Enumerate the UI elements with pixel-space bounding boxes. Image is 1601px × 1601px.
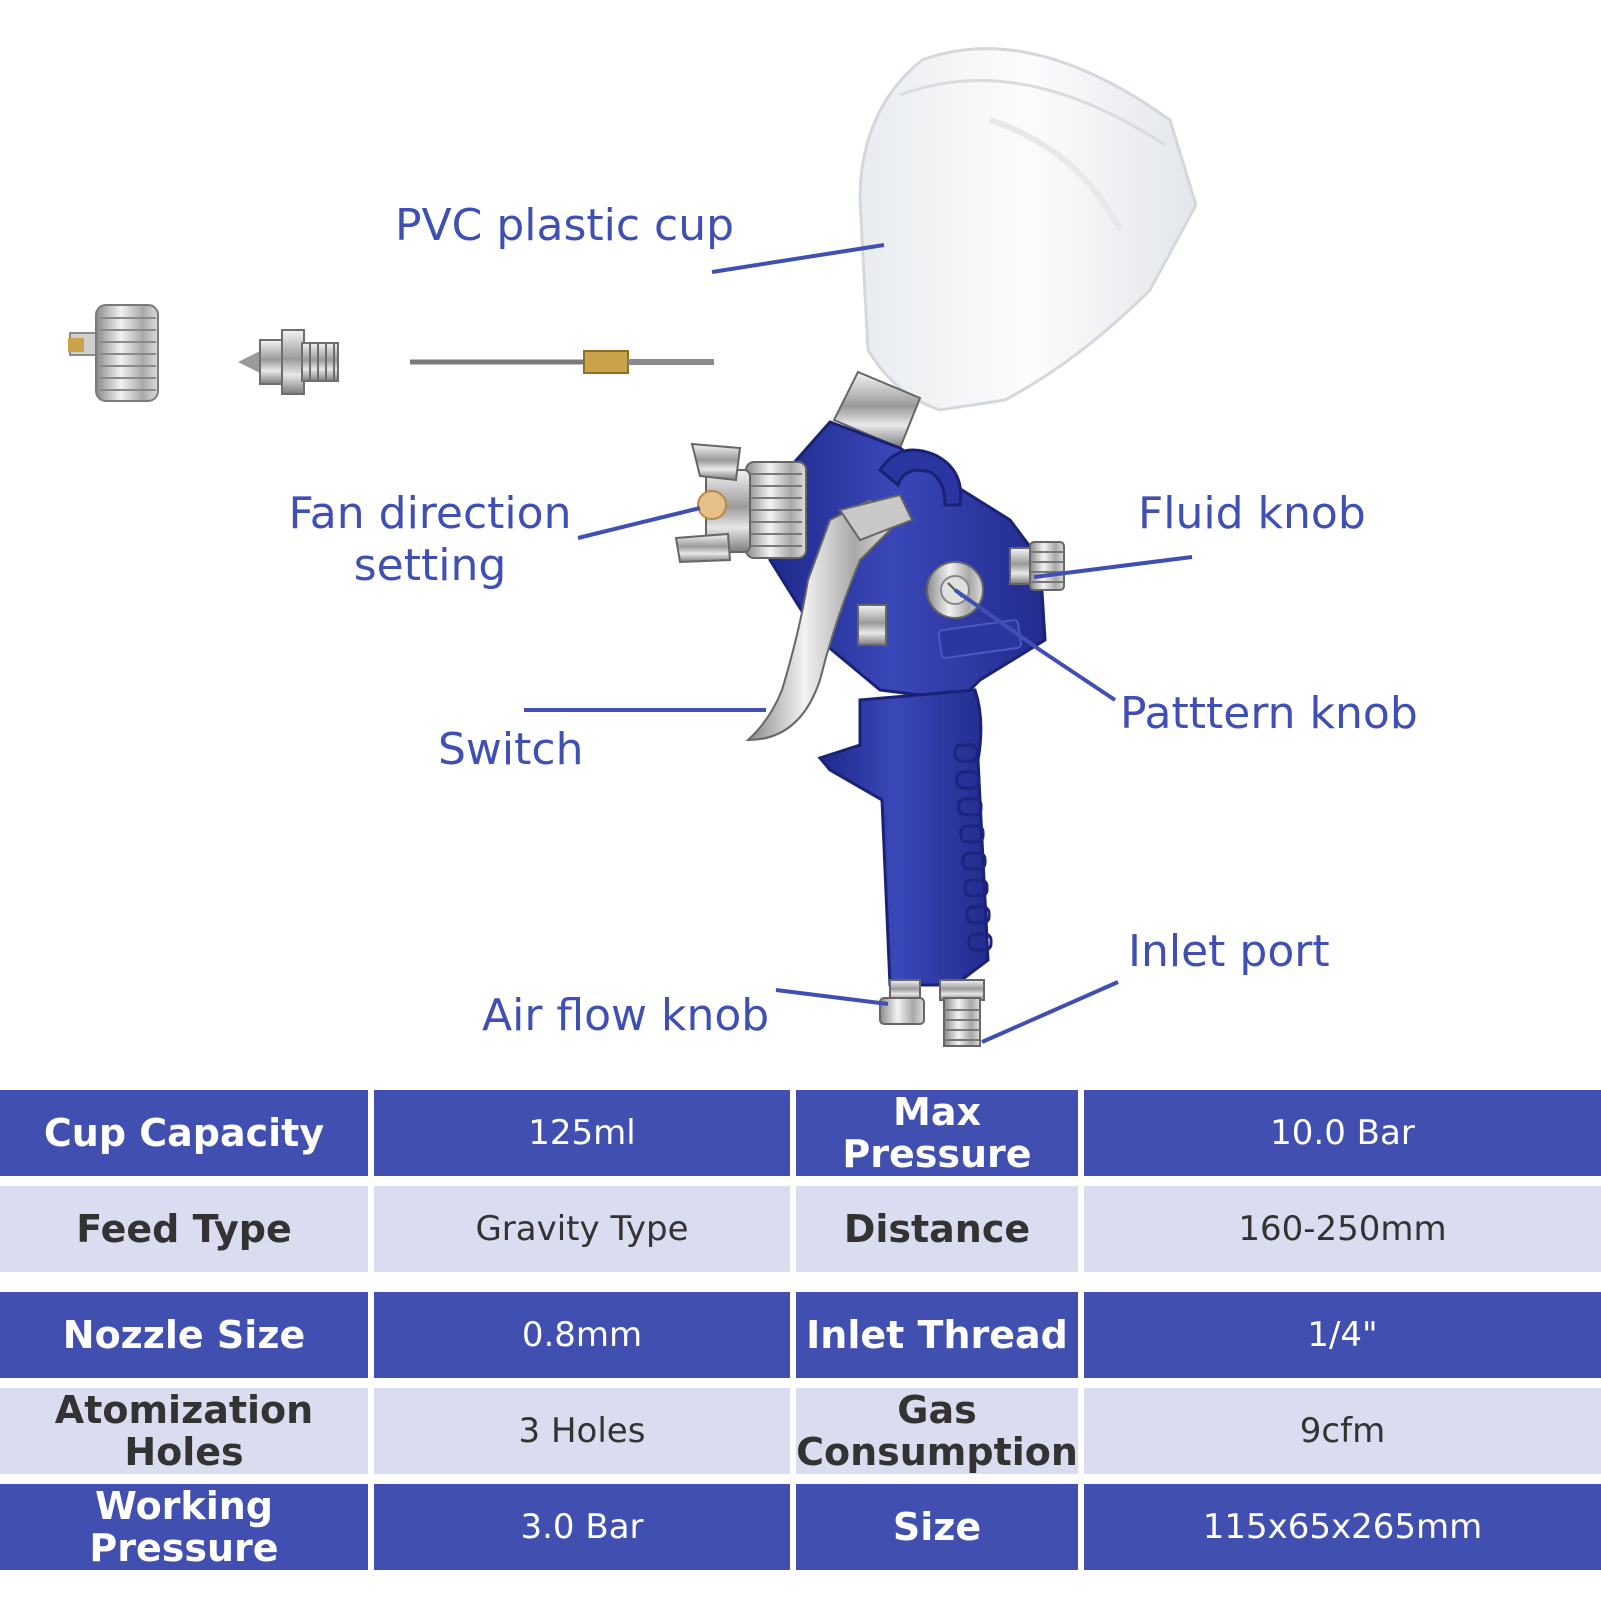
spec-label: Size: [796, 1484, 1078, 1570]
spec-row: Atomization Holes 3 Holes Gas Consumptio…: [0, 1388, 1601, 1474]
pvc-cup: [858, 47, 1198, 412]
fan-direction-line2: setting: [353, 540, 507, 591]
leader-lines: [524, 243, 1193, 1044]
spec-row: Feed Type Gravity Type Distance 160-250m…: [0, 1186, 1601, 1272]
fan-leader: [577, 506, 701, 540]
inlet-port: [939, 979, 985, 1047]
spec-value: 160-250mm: [1084, 1186, 1601, 1272]
cup-leader: [711, 243, 885, 274]
spec-value: 3 Holes: [374, 1388, 790, 1474]
spec-row: Cup Capacity 125ml Max Pressure 10.0 Bar: [0, 1090, 1601, 1176]
spec-label: Nozzle Size: [0, 1292, 368, 1378]
airflow-leader: [775, 988, 889, 1006]
spec-value: 3.0 Bar: [374, 1484, 790, 1570]
spec-label: Feed Type: [0, 1186, 368, 1272]
inlet-leader: [981, 980, 1119, 1044]
spec-value: 10.0 Bar: [1084, 1090, 1601, 1176]
fan-direction-line1: Fan direction: [288, 488, 572, 539]
spec-label: Inlet Thread: [796, 1292, 1078, 1378]
spray-gun-diagram: [68, 47, 1198, 1047]
trigger-switch: [745, 493, 914, 742]
pattern-knob-callout: Patttern knob: [1120, 688, 1418, 739]
air-flow-knob: [879, 979, 925, 1025]
fluid-knob-callout: Fluid knob: [1138, 488, 1366, 539]
pattern-leader: [953, 588, 1117, 702]
cup-callout: PVC plastic cup: [395, 200, 735, 251]
spec-label: Atomization Holes: [0, 1388, 368, 1474]
spec-value: 0.8mm: [374, 1292, 790, 1378]
air-flow-knob-callout: Air flow knob: [482, 990, 770, 1041]
spec-row: Working Pressure 3.0 Bar Size 115x65x265…: [0, 1484, 1601, 1570]
air-cap-accessory: [68, 304, 159, 402]
spec-value: Gravity Type: [374, 1186, 790, 1272]
fluid-knob: [1009, 541, 1065, 591]
gun-body: [768, 420, 1047, 987]
spec-label: Distance: [796, 1186, 1078, 1272]
spec-value: 125ml: [374, 1090, 790, 1176]
spec-label: Working Pressure: [0, 1484, 368, 1570]
fan-direction-callout: Fan direction setting: [280, 488, 580, 592]
needle-accessory: [410, 350, 714, 374]
spec-row: Nozzle Size 0.8mm Inlet Thread 1/4": [0, 1292, 1601, 1378]
spray-head: [674, 442, 807, 564]
inlet-port-callout: Inlet port: [1128, 926, 1330, 977]
spec-value: 9cfm: [1084, 1388, 1601, 1474]
switch-callout: Switch: [438, 724, 584, 775]
fluid-leader: [1033, 555, 1193, 579]
spec-label: Max Pressure: [796, 1090, 1078, 1176]
spec-label: Gas Consumption: [796, 1388, 1078, 1474]
spec-value: 115x65x265mm: [1084, 1484, 1601, 1570]
nozzle-accessory: [238, 329, 339, 395]
spec-value: 1/4": [1084, 1292, 1601, 1378]
spec-label: Cup Capacity: [0, 1090, 368, 1176]
